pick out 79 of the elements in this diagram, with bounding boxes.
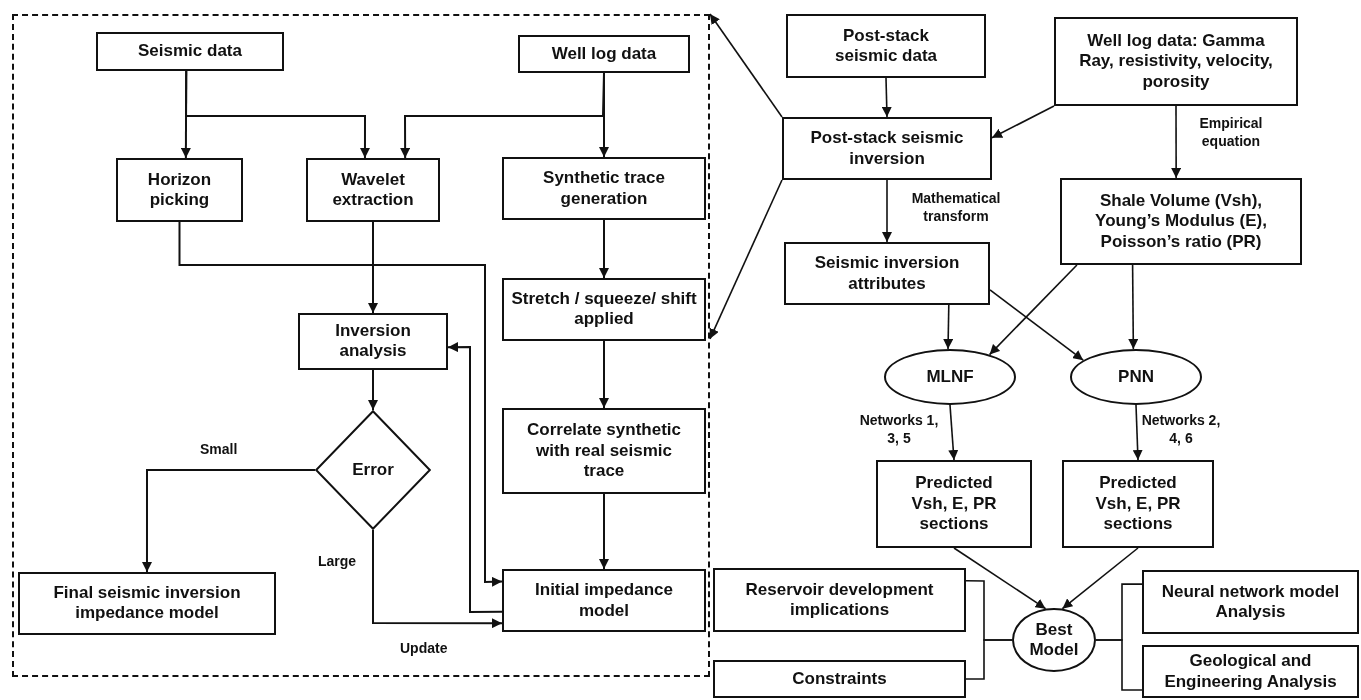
process-box — [518, 35, 690, 73]
arrow — [185, 70, 370, 159]
process-box — [713, 568, 966, 632]
arrow — [142, 469, 316, 573]
process-box — [502, 278, 706, 341]
node-label: Shale Volume (Vsh), Young’s Modulus (E), Poisson’s ratio (PR) — [1094, 190, 1268, 253]
node-label: Stretch / squeeze/ shift applied — [510, 289, 698, 330]
process-box — [1142, 645, 1359, 698]
process-box — [18, 572, 276, 635]
arrow — [709, 13, 783, 118]
arrow — [1128, 264, 1139, 350]
arrow — [943, 304, 954, 350]
arrow — [368, 369, 378, 411]
arrow — [447, 342, 503, 613]
arrow — [599, 493, 609, 570]
node-label: MLNF — [925, 366, 975, 388]
process-box — [96, 32, 284, 71]
node-label: Seismic inversion attributes — [813, 253, 961, 294]
node-label: Constraints — [791, 668, 888, 690]
node-label: Predicted Vsh, E, PR sections — [1094, 473, 1182, 535]
arrow — [948, 404, 959, 461]
edge-label: Networks 1, 3, 5 — [858, 412, 940, 447]
node-label: Neural network model Analysis — [1160, 581, 1341, 623]
arrow — [599, 219, 609, 279]
process-box — [1142, 570, 1359, 634]
arrow — [368, 221, 378, 314]
arrow — [988, 264, 1078, 356]
arrow — [178, 221, 503, 587]
process-box — [876, 460, 1032, 548]
arrow — [991, 105, 1055, 139]
arrow — [599, 340, 609, 409]
node-label: Inversion analysis — [334, 321, 412, 362]
node-label: Error — [351, 459, 395, 481]
process-box — [786, 14, 986, 78]
process-box — [713, 660, 966, 698]
node-label: Synthetic trace generation — [542, 168, 666, 209]
process-box — [502, 408, 706, 494]
node-label: Predicted Vsh, E, PR sections — [910, 473, 998, 535]
node-label: Final seismic inversion impedance model — [52, 583, 242, 624]
node-label: Post-stack seismic inversion — [809, 128, 965, 169]
node-label: Well log data — [550, 43, 658, 65]
process-box — [1060, 178, 1302, 265]
node-label: Wavelet extraction — [331, 169, 415, 211]
arrow — [1132, 404, 1143, 461]
connector-line — [1095, 639, 1143, 691]
arrow — [989, 289, 1084, 361]
process-box — [1062, 460, 1214, 548]
connector-line — [965, 639, 1013, 680]
node-label: Post-stack seismic data — [833, 25, 939, 67]
process-ellipse — [1070, 349, 1202, 405]
node-label: Well log data: Gamma Ray, resistivity, velocity, porosity — [1078, 30, 1274, 93]
node-label: Initial impedance model — [534, 580, 674, 621]
note-label: Update — [400, 640, 448, 658]
decision-diamond — [315, 410, 431, 530]
node-label: PNN — [1117, 366, 1155, 388]
process-box — [116, 158, 243, 222]
arrow — [372, 529, 503, 629]
process-box — [502, 569, 706, 632]
node-label: Horizon picking — [146, 169, 213, 211]
dashed-group-frame — [12, 14, 710, 677]
process-box — [502, 157, 706, 220]
process-box — [298, 313, 448, 370]
node-label: Best Model — [1028, 619, 1080, 661]
arrow — [882, 179, 892, 243]
node-label: Seismic data — [137, 41, 243, 62]
process-box — [306, 158, 440, 222]
arrow — [1171, 105, 1182, 179]
node-label: Reservoir development implications — [744, 579, 935, 621]
node-label: Correlate synthetic with real seismic trace — [526, 420, 682, 482]
arrow — [1061, 547, 1139, 610]
node-label: Geological and Engineering Analysis — [1163, 651, 1338, 692]
edge-label: Networks 2, 4, 6 — [1140, 412, 1222, 447]
arrow — [709, 179, 783, 340]
process-box — [784, 242, 990, 305]
process-box — [782, 117, 992, 180]
process-box — [1054, 17, 1298, 106]
arrow — [599, 72, 609, 158]
arrow — [881, 77, 892, 118]
edge-label: Large — [318, 553, 357, 571]
